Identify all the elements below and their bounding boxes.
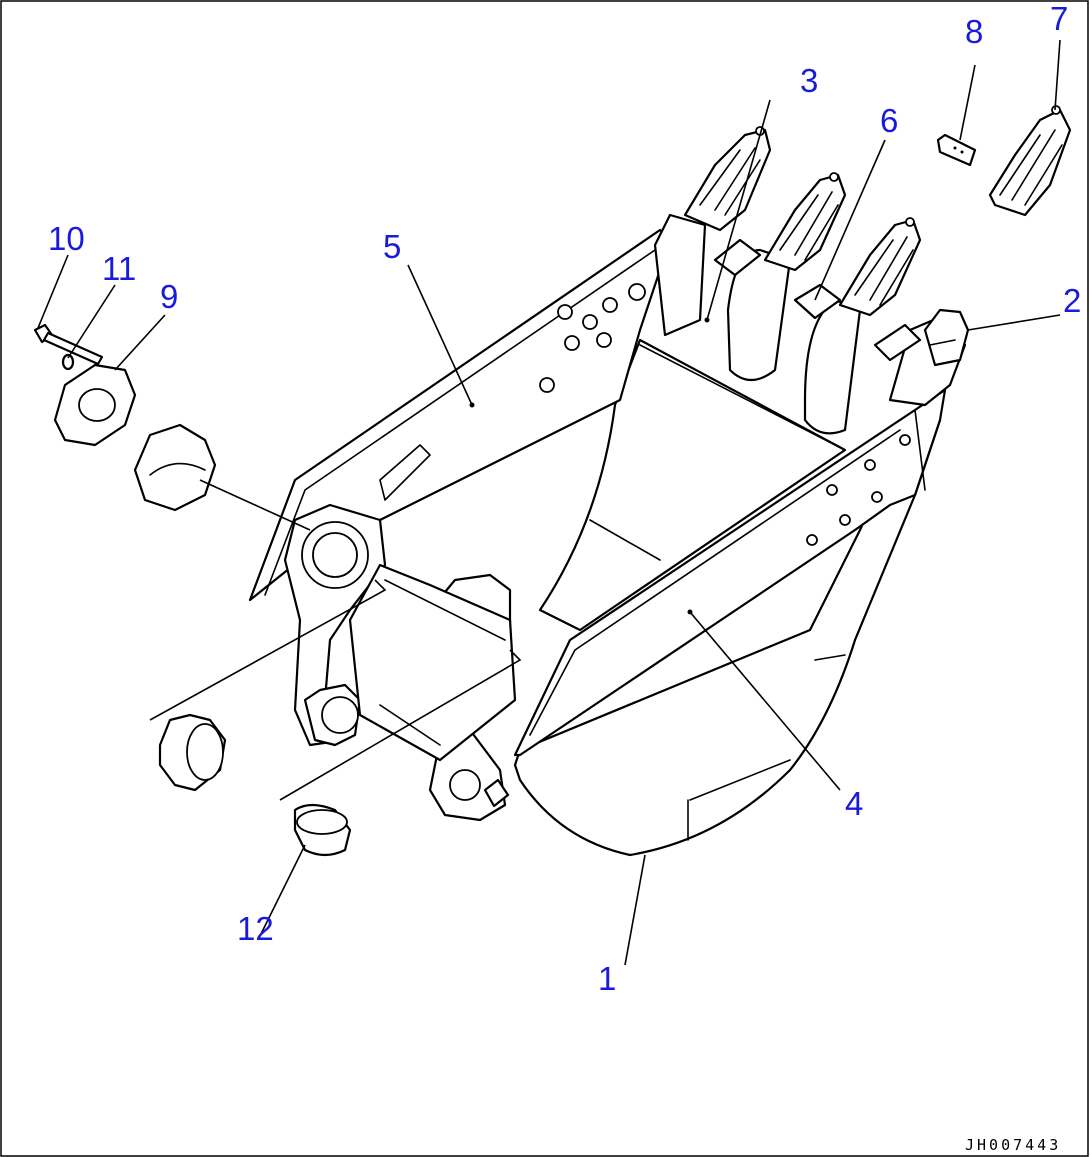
callout-labels: 1 2 3 4 5 6 7 8 9 10 11 12 <box>48 0 1081 997</box>
callout-9: 9 <box>160 278 178 315</box>
lock-pin <box>936 133 977 167</box>
callout-12: 12 <box>237 910 274 947</box>
drawing-code: JH007443 <box>965 1136 1061 1154</box>
bracket-left <box>283 503 387 747</box>
callout-3: 3 <box>800 62 818 99</box>
callout-7: 7 <box>1050 0 1068 37</box>
callout-5: 5 <box>383 228 401 265</box>
adapters-row <box>653 213 967 435</box>
callout-4: 4 <box>845 785 863 822</box>
assembly-lines <box>149 479 522 801</box>
bolt <box>33 323 104 366</box>
callout-6: 6 <box>880 102 898 139</box>
side-plate-right <box>513 388 947 757</box>
bucket-interior <box>538 338 847 632</box>
callout-11: 11 <box>102 250 136 287</box>
tooth-3 <box>838 217 922 317</box>
tooth-7-exploded <box>988 105 1072 217</box>
shim <box>133 423 217 512</box>
plate <box>53 363 137 447</box>
callout-leaders <box>37 39 1061 966</box>
callout-8: 8 <box>965 13 983 50</box>
washer <box>61 353 75 371</box>
callout-1: 1 <box>598 960 616 997</box>
collar <box>293 803 352 857</box>
tooth-2 <box>763 172 847 272</box>
callout-10: 10 <box>48 220 85 257</box>
bucket-body <box>513 418 942 857</box>
bushing <box>158 713 227 792</box>
callout-2: 2 <box>1063 282 1081 319</box>
tooth-1 <box>683 126 772 232</box>
